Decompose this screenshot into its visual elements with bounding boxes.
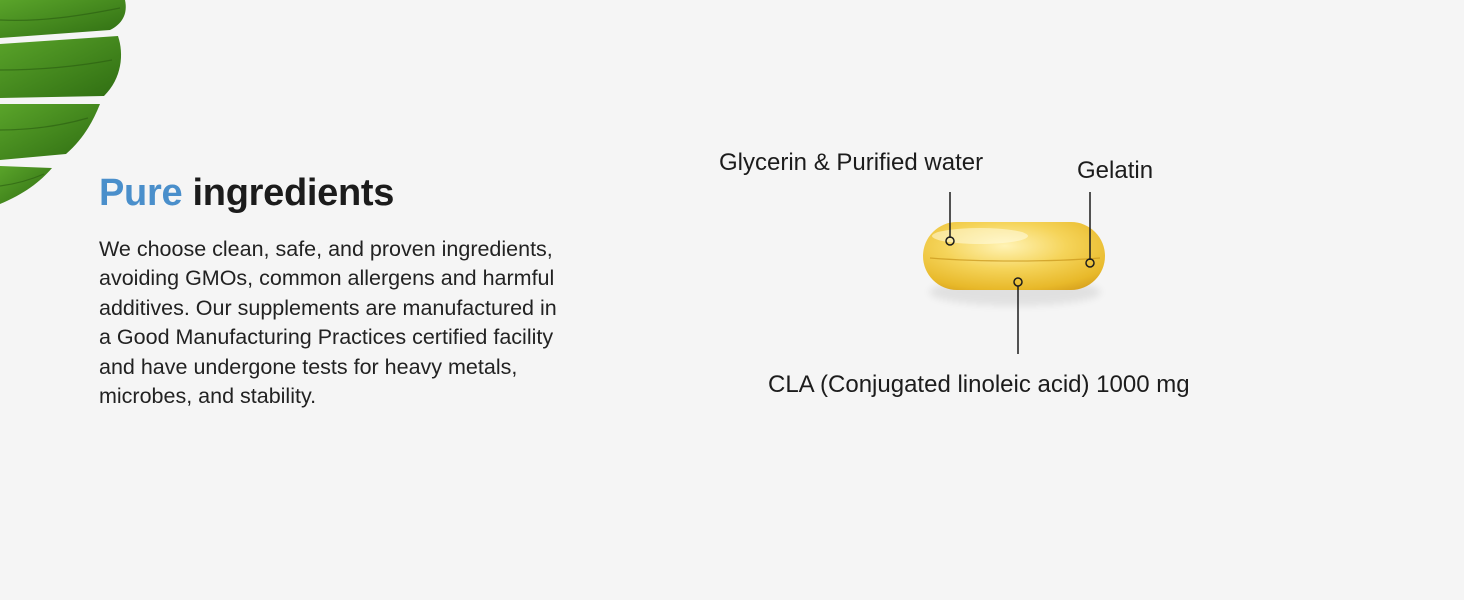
gelatin-label: Gelatin	[1077, 157, 1154, 184]
body-line: additives. Our supplements are manufactu…	[99, 295, 557, 320]
glycerin-label: Glycerin & Purified water	[719, 149, 984, 176]
body-line: avoiding GMOs, common allergens and harm…	[99, 266, 555, 291]
body-line: microbes, and stability.	[99, 384, 317, 409]
body-line: We choose clean, safe, and proven ingred…	[99, 237, 553, 261]
cla-label: CLA (Conjugated linoleic acid) 1000 mg	[768, 371, 1190, 398]
headline-accent: Pure	[99, 172, 183, 214]
headline-rest: ingredients	[192, 172, 395, 214]
body-paragraph: We choose clean, safe, and proven ingred…	[99, 235, 659, 411]
body-line: and have undergone tests for heavy metal…	[99, 354, 518, 379]
gelatin-marker	[1085, 258, 1095, 268]
softgel-capsule-icon	[923, 222, 1105, 290]
glycerin-marker	[945, 236, 955, 246]
page-headline: Pure ingredients	[99, 172, 394, 215]
leaf-decoration-icon	[0, 0, 126, 204]
capsule-diagram	[923, 192, 1105, 354]
body-line: a Good Manufacturing Practices certified…	[99, 325, 554, 350]
